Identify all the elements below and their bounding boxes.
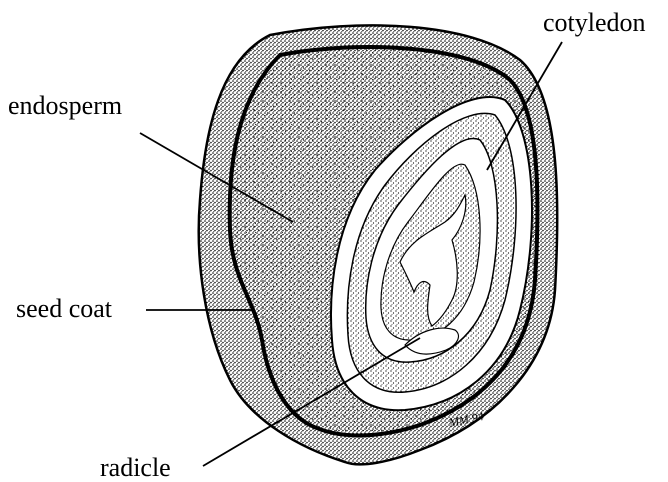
endosperm-label: endosperm xyxy=(8,93,122,119)
seed-coat-label: seed coat xyxy=(16,296,112,322)
cotyledon-label: cotyledon xyxy=(543,10,646,36)
radicle-label: radicle xyxy=(100,455,171,481)
